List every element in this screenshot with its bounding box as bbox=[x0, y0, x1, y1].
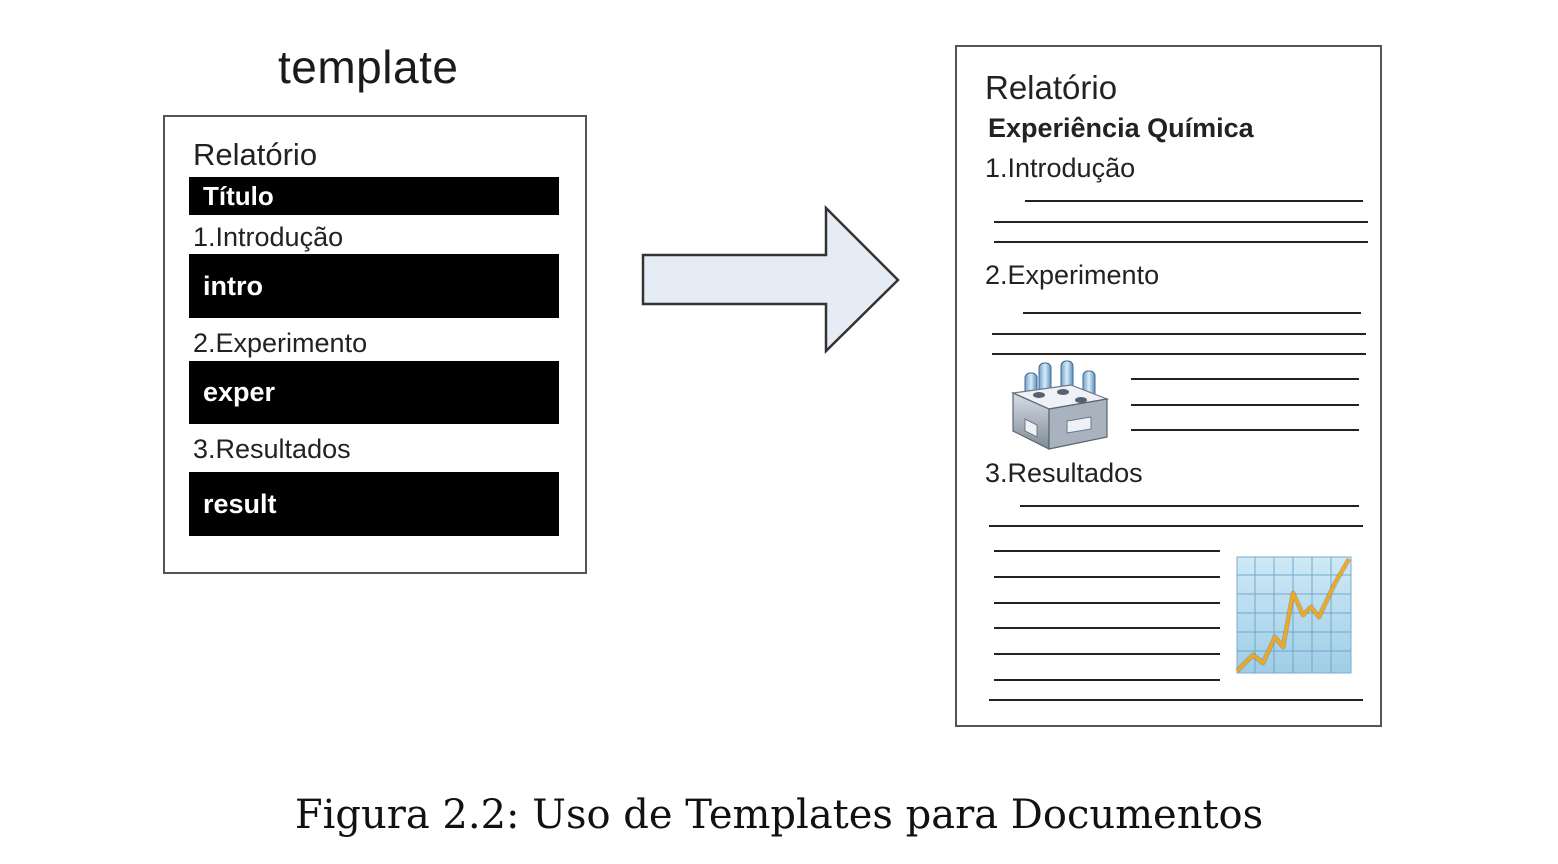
template-section2-block: exper bbox=[189, 361, 559, 424]
text-line bbox=[994, 576, 1220, 578]
text-line bbox=[989, 525, 1363, 527]
text-line bbox=[1023, 312, 1361, 314]
text-line bbox=[994, 221, 1368, 223]
template-title-label: Relatório bbox=[193, 137, 318, 172]
document-section2: 2.Experimento bbox=[985, 260, 1160, 290]
figure-caption: Figura 2.2: Uso de Templates para Docume… bbox=[294, 792, 1264, 838]
template-section3-label: 3.Resultados bbox=[193, 434, 351, 464]
text-line bbox=[1131, 378, 1359, 380]
text-line bbox=[994, 550, 1220, 552]
text-line bbox=[1131, 404, 1359, 406]
text-line bbox=[992, 333, 1366, 335]
document-subtitle: Experiência Química bbox=[988, 113, 1254, 143]
document-title: Relatório bbox=[985, 69, 1118, 106]
text-line bbox=[994, 627, 1220, 629]
text-line bbox=[1131, 429, 1359, 431]
right-arrow-icon bbox=[641, 205, 900, 354]
text-line bbox=[994, 602, 1220, 604]
template-card: Relatório Título 1.Introdução intro 2.Ex… bbox=[163, 115, 587, 574]
text-line bbox=[994, 653, 1220, 655]
template-heading: template bbox=[278, 41, 459, 93]
template-section3-block: result bbox=[189, 472, 559, 536]
text-line bbox=[994, 679, 1220, 681]
text-line bbox=[989, 699, 1363, 701]
document-section1: 1.Introdução bbox=[985, 153, 1136, 183]
test-tube-rack-icon bbox=[1010, 360, 1110, 450]
text-line bbox=[1020, 505, 1359, 507]
template-section1-block: intro bbox=[189, 254, 559, 318]
text-line bbox=[992, 353, 1366, 355]
text-line bbox=[994, 241, 1368, 243]
template-title-block: Título bbox=[189, 177, 559, 215]
result-document-card: Relatório Experiência Química 1.Introduç… bbox=[955, 45, 1382, 727]
document-section3: 3.Resultados bbox=[985, 458, 1143, 488]
line-chart-icon bbox=[1235, 556, 1352, 674]
template-section1-label: 1.Introdução bbox=[193, 222, 344, 252]
template-section2-label: 2.Experimento bbox=[193, 328, 368, 358]
text-line bbox=[1025, 200, 1363, 202]
